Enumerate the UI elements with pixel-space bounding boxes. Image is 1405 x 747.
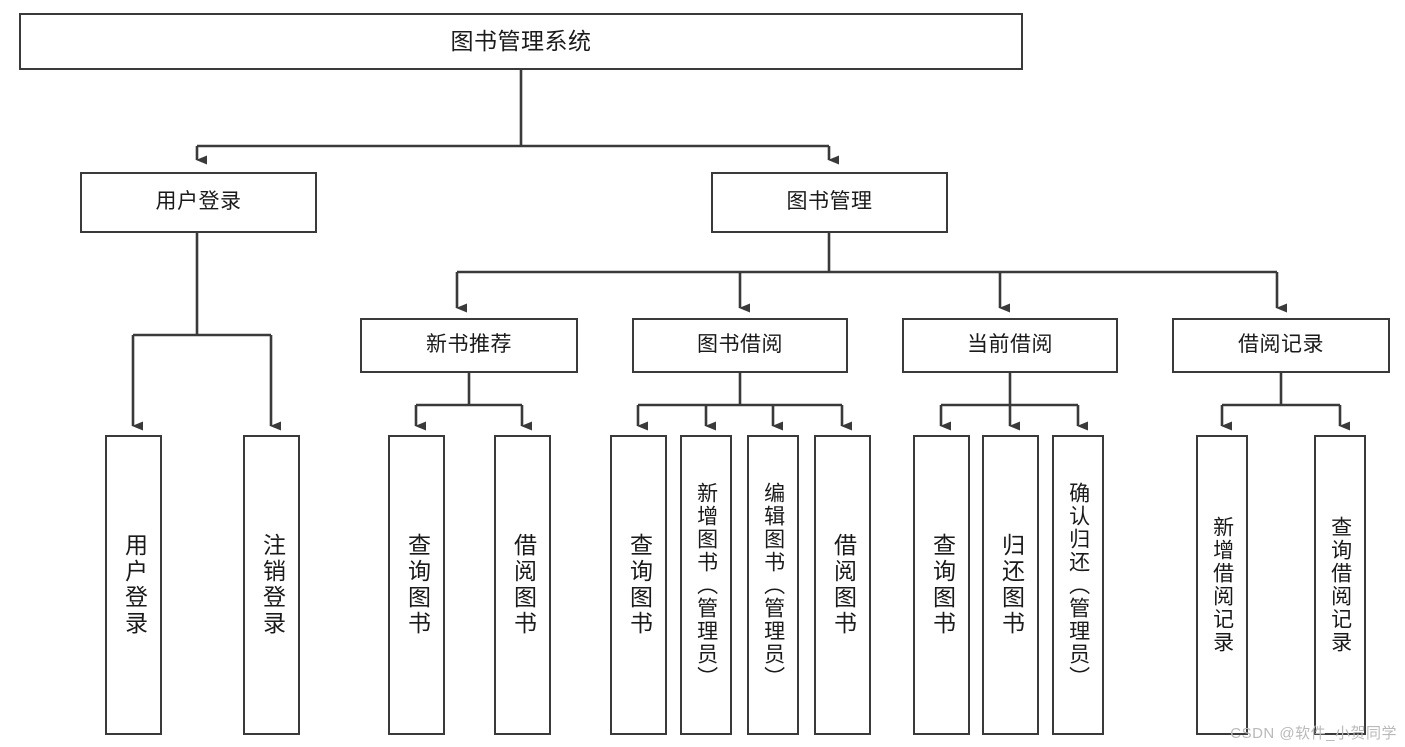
node-label: 注销登录 bbox=[259, 533, 286, 637]
leaf-user-login-logout[interactable]: 注销登录 bbox=[243, 435, 300, 735]
leaf-borrow-record-query-record[interactable]: 查询借阅记录 bbox=[1314, 435, 1366, 735]
node-label: 新书推荐 bbox=[426, 333, 512, 357]
leaf-new-book-query-book[interactable]: 查询图书 bbox=[388, 435, 445, 735]
node-label: 编辑图书（管理员） bbox=[761, 481, 785, 689]
leaf-new-book-borrow-book[interactable]: 借阅图书 bbox=[494, 435, 551, 735]
leaf-user-login-login[interactable]: 用户登录 bbox=[105, 435, 162, 735]
node-label: 当前借阅 bbox=[967, 333, 1053, 357]
node-label: 借阅图书 bbox=[510, 533, 537, 637]
node-label: 查询图书 bbox=[626, 533, 653, 637]
node-label: 图书借阅 bbox=[697, 333, 783, 357]
node-label: 用户登录 bbox=[155, 190, 242, 214]
node-label: 查询图书 bbox=[404, 533, 431, 637]
node-label: 借阅记录 bbox=[1238, 333, 1324, 357]
leaf-current-borrow-confirm-return-admin[interactable]: 确认归还（管理员） bbox=[1052, 435, 1104, 735]
leaf-current-borrow-return-book[interactable]: 归还图书 bbox=[982, 435, 1039, 735]
node-user-login[interactable]: 用户登录 bbox=[80, 172, 317, 233]
node-label: 新增图书（管理员） bbox=[694, 481, 718, 689]
node-label: 新增借阅记录 bbox=[1210, 516, 1234, 654]
leaf-book-borrow-edit-book-admin[interactable]: 编辑图书（管理员） bbox=[747, 435, 799, 735]
node-current-borrow[interactable]: 当前借阅 bbox=[902, 318, 1118, 373]
node-root-book-management-system[interactable]: 图书管理系统 bbox=[19, 13, 1023, 70]
node-label: 图书管理 bbox=[786, 190, 873, 214]
leaf-book-borrow-query-book[interactable]: 查询图书 bbox=[610, 435, 667, 735]
node-label: 查询图书 bbox=[929, 533, 956, 637]
leaf-book-borrow-add-book-admin[interactable]: 新增图书（管理员） bbox=[680, 435, 732, 735]
node-label: 确认归还（管理员） bbox=[1066, 481, 1090, 689]
csdn-watermark: CSDN @软件_小贺同学 bbox=[1230, 725, 1397, 742]
node-label: 查询借阅记录 bbox=[1328, 516, 1352, 654]
node-borrow-record[interactable]: 借阅记录 bbox=[1172, 318, 1390, 373]
node-book-borrow[interactable]: 图书借阅 bbox=[632, 318, 848, 373]
node-label: 借阅图书 bbox=[830, 533, 857, 637]
node-label: 用户登录 bbox=[121, 533, 148, 637]
leaf-book-borrow-borrow-book[interactable]: 借阅图书 bbox=[814, 435, 871, 735]
leaf-current-borrow-query-book[interactable]: 查询图书 bbox=[913, 435, 970, 735]
leaf-borrow-record-add-record[interactable]: 新增借阅记录 bbox=[1196, 435, 1248, 735]
node-label: 归还图书 bbox=[998, 533, 1025, 637]
node-new-book-recommend[interactable]: 新书推荐 bbox=[360, 318, 578, 373]
node-book-management[interactable]: 图书管理 bbox=[711, 172, 948, 233]
node-label: 图书管理系统 bbox=[450, 27, 592, 54]
